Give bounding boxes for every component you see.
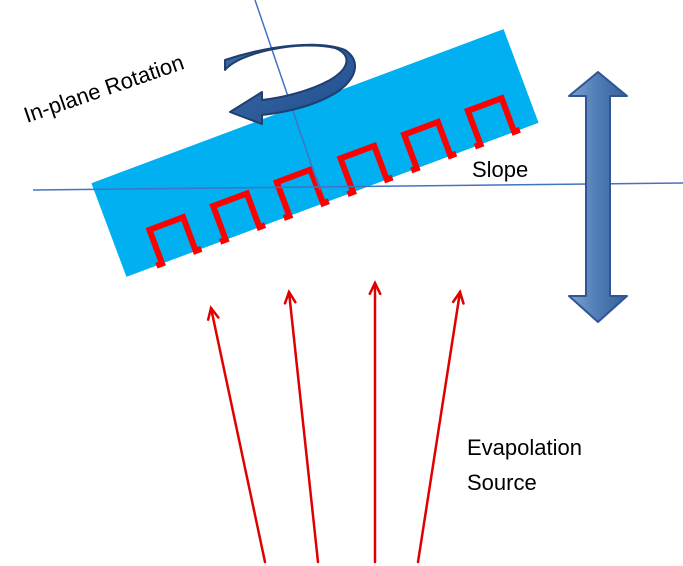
- source-label-line2: Source: [467, 470, 537, 495]
- trench: [145, 213, 203, 269]
- trench: [464, 94, 521, 150]
- substrate: [91, 29, 539, 277]
- trenches: [145, 94, 521, 269]
- trench: [209, 189, 267, 245]
- trench: [272, 165, 330, 221]
- vertical-double-arrow-icon: [568, 71, 628, 323]
- rotation-label: In-plane Rotation: [20, 50, 187, 128]
- source-label-line1: Evapolation: [467, 435, 582, 460]
- evaporation-arrows: [206, 280, 465, 564]
- evaporation-arrow: [283, 289, 320, 564]
- substrate-group: [91, 29, 539, 277]
- rotation-arrow-icon: [224, 43, 356, 125]
- slope-label: Slope: [472, 157, 528, 182]
- evaporation-arrow: [416, 289, 465, 564]
- horizontal-reference-line: [32, 182, 683, 191]
- trench: [336, 141, 394, 198]
- evaporation-arrow: [206, 305, 267, 564]
- trench: [400, 118, 458, 174]
- evaporation-arrow: [368, 280, 382, 564]
